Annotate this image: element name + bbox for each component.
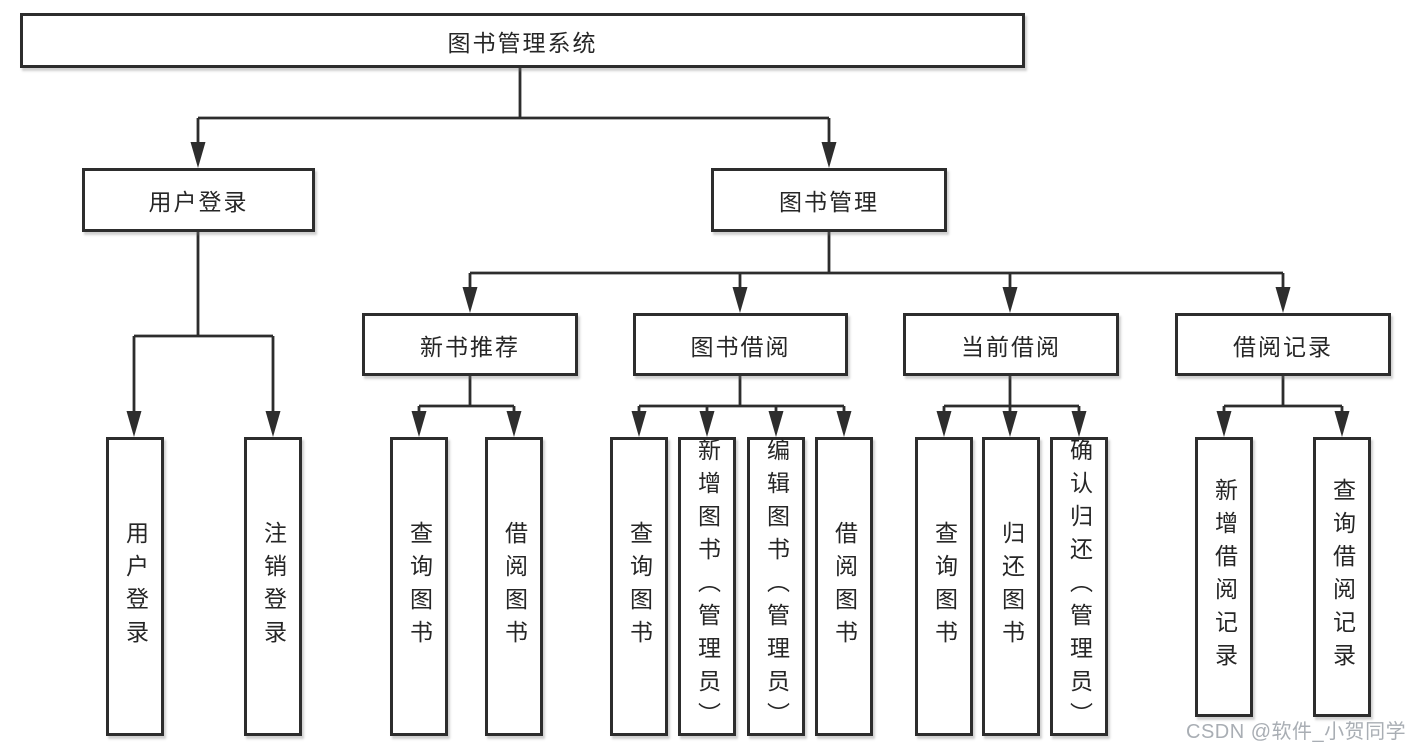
leaf-bb-edit-books-admin-label: 编辑图书（管理员） [763, 438, 790, 735]
leaf-user-login: 用户登录 [106, 437, 164, 736]
leaf-logout-label: 注销登录 [260, 520, 287, 653]
leaf-bb-edit-books-admin: 编辑图书（管理员） [747, 437, 805, 736]
leaf-cb-query-books: 查询图书 [915, 437, 973, 736]
node-book-borrowing: 图书借阅 [633, 313, 848, 376]
leaf-br-query-record-label: 查询借阅记录 [1329, 478, 1356, 676]
leaf-bb-borrow-books: 借阅图书 [815, 437, 873, 736]
leaf-nbr-borrow-books-label: 借阅图书 [501, 520, 528, 653]
leaf-user-login-label: 用户登录 [122, 520, 149, 653]
node-borrowing-records: 借阅记录 [1175, 313, 1391, 376]
node-new-book-recommend: 新书推荐 [362, 313, 578, 376]
node-root-system: 图书管理系统 [20, 13, 1025, 68]
leaf-cb-return-books-label: 归还图书 [998, 520, 1025, 653]
leaf-br-add-record-label: 新增借阅记录 [1211, 478, 1238, 676]
leaf-bb-add-books-admin-label: 新增图书（管理员） [694, 438, 721, 735]
leaf-bb-query-books: 查询图书 [610, 437, 668, 736]
node-book-management: 图书管理 [711, 168, 947, 232]
leaf-br-query-record: 查询借阅记录 [1313, 437, 1371, 717]
node-root-system-label: 图书管理系统 [447, 29, 598, 56]
node-user-login: 用户登录 [82, 168, 315, 232]
leaf-nbr-borrow-books: 借阅图书 [485, 437, 543, 736]
node-book-borrowing-label: 图书借阅 [690, 333, 791, 360]
arrowheads [126, 142, 1350, 437]
leaf-bb-query-books-label: 查询图书 [626, 520, 653, 653]
node-borrowing-records-label: 借阅记录 [1233, 333, 1333, 360]
leaf-cb-query-books-label: 查询图书 [931, 520, 958, 653]
node-current-borrowing-label: 当前借阅 [961, 333, 1061, 360]
csdn-watermark: CSDN @软件_小贺同学 [1186, 721, 1405, 743]
leaf-logout: 注销登录 [244, 437, 302, 736]
leaf-nbr-query-books: 查询图书 [390, 437, 448, 736]
leaf-cb-return-books: 归还图书 [982, 437, 1040, 736]
leaf-br-add-record: 新增借阅记录 [1195, 437, 1253, 717]
node-user-login-label: 用户登录 [148, 189, 249, 215]
node-current-borrowing: 当前借阅 [903, 313, 1119, 376]
leaf-cb-confirm-return-admin-label: 确认归还（管理员） [1066, 438, 1093, 735]
node-book-management-label: 图书管理 [779, 189, 879, 215]
node-new-book-recommend-label: 新书推荐 [420, 333, 520, 360]
leaf-cb-confirm-return-admin: 确认归还（管理员） [1050, 437, 1108, 736]
leaf-nbr-query-books-label: 查询图书 [406, 520, 433, 653]
leaf-bb-borrow-books-label: 借阅图书 [831, 520, 858, 653]
leaf-bb-add-books-admin: 新增图书（管理员） [678, 437, 736, 736]
